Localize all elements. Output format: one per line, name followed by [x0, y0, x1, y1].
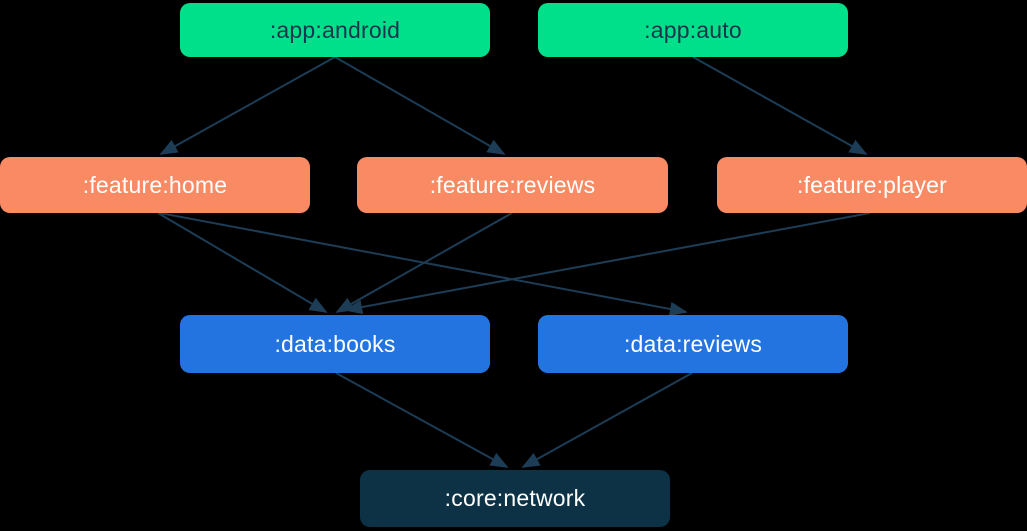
node-feature-reviews: :feature:reviews: [357, 157, 668, 213]
edge-data-reviews-to-core-network: [521, 372, 693, 468]
node-feature-home: :feature:home: [0, 157, 310, 213]
edge-feature-reviews-to-data-books: [335, 212, 513, 313]
node-app-android: :app:android: [180, 3, 490, 57]
node-feature-player-label: :feature:player: [796, 171, 948, 198]
edge-feature-player-to-data-books: [344, 212, 871, 315]
node-data-books: :data:books: [180, 315, 490, 373]
edge-app-android-to-feature-home: [159, 56, 336, 155]
node-feature-home-label: :feature:home: [82, 171, 228, 198]
edge-data-books-to-core-network: [335, 372, 509, 468]
edge-feature-home-to-data-books: [157, 212, 328, 313]
node-app-android-label: :app:android: [269, 16, 401, 43]
node-data-books-label: :data:books: [274, 330, 396, 357]
edge-app-android-to-feature-reviews: [334, 56, 506, 155]
node-feature-reviews-label: :feature:reviews: [429, 171, 596, 198]
node-core-network-label: :core:network: [444, 485, 586, 511]
node-data-reviews-label: :data:reviews: [623, 330, 763, 357]
node-feature-player: :feature:player: [717, 157, 1027, 213]
node-app-auto-label: :app:auto: [644, 16, 742, 43]
node-data-reviews: :data:reviews: [538, 315, 848, 373]
edge-app-auto-to-feature-player: [692, 56, 868, 155]
node-app-auto: :app:auto: [538, 3, 848, 57]
node-core-network: :core:network: [360, 470, 670, 527]
